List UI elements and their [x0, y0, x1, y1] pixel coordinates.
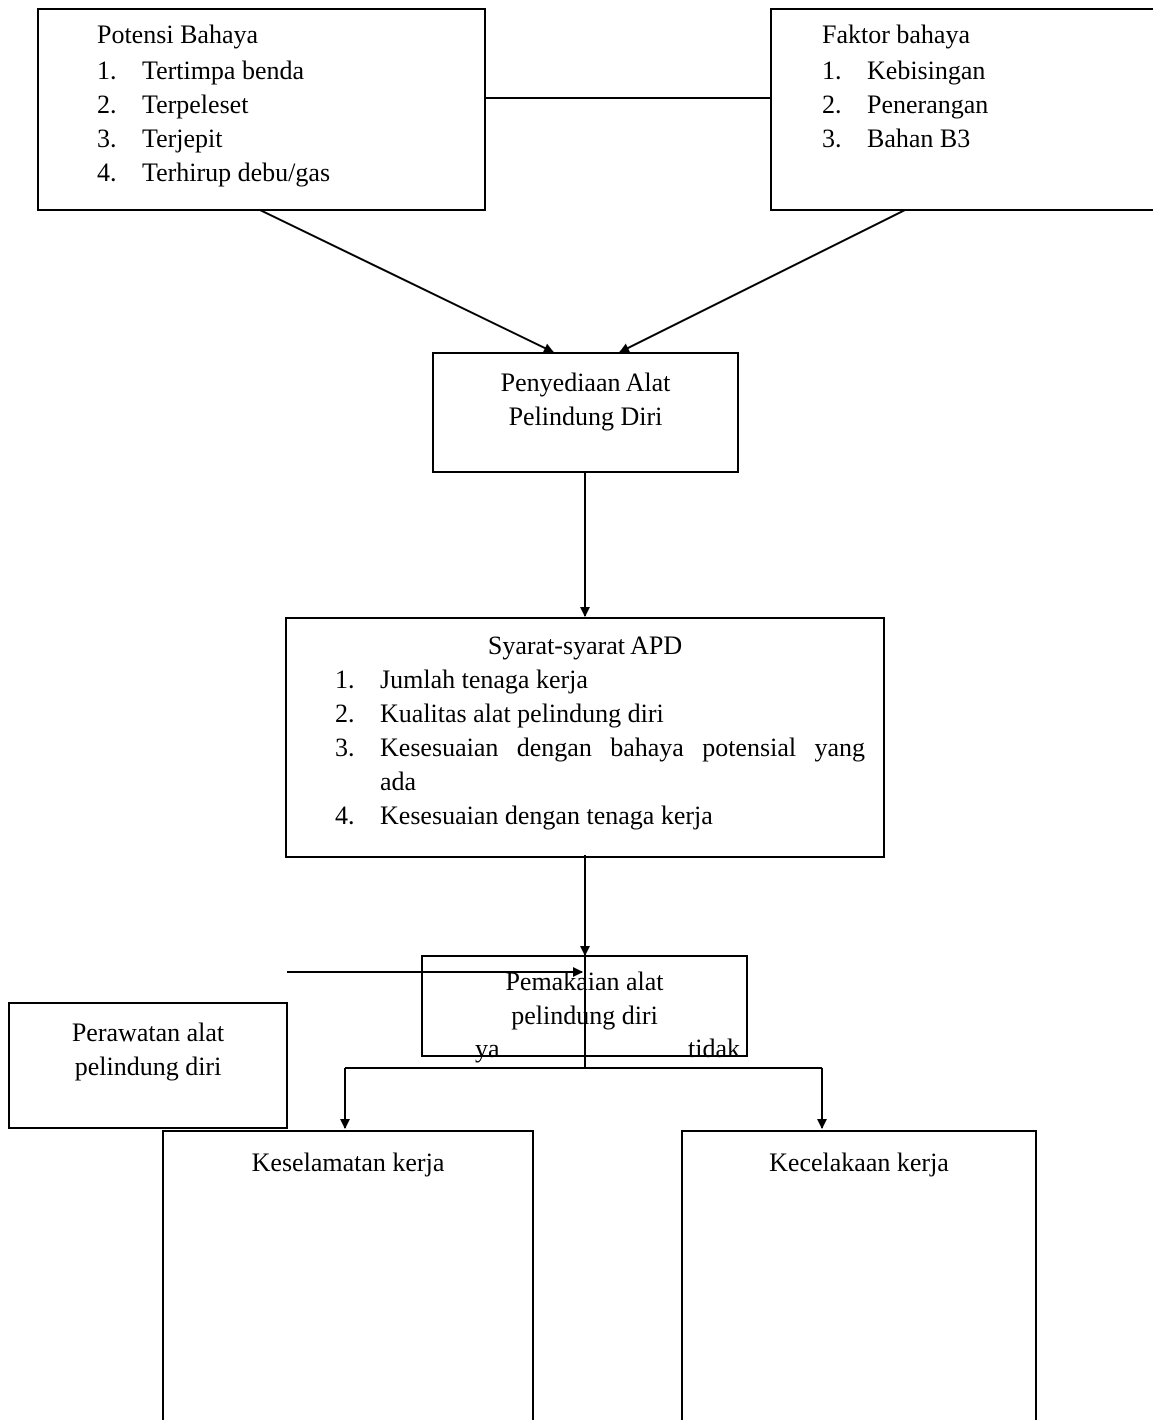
pemakaian-line2: pelindung diri — [511, 1001, 658, 1030]
penyediaan-line1: Penyediaan Alat — [500, 368, 671, 397]
list-item: 1.Tertimpa benda — [97, 56, 305, 85]
keselamatan-kerja-label: Keselamatan kerja — [251, 1148, 445, 1177]
kecelakaan-kerja-label: Kecelakaan kerja — [769, 1148, 949, 1177]
faktor-bahaya-list: 1.Kebisingan 2.Penerangan 3.Bahan B3 — [822, 54, 988, 156]
list-item: 1.Jumlah tenaga kerja — [335, 665, 588, 694]
branch-label-ya: ya — [475, 1034, 500, 1063]
list-item: 3.Bahan B3 — [822, 124, 971, 153]
faktor-bahaya-title: Faktor bahaya — [822, 20, 971, 49]
syarat-apd-box: Syarat-syarat APD 1.Jumlah tenaga kerja … — [285, 617, 885, 858]
list-item: 2.Kualitas alat pelindung diri — [335, 699, 664, 728]
potensi-bahaya-list: 1.Tertimpa benda 2.Terpeleset 3.Terjepit… — [97, 54, 330, 190]
potensi-bahaya-box: Potensi Bahaya 1.Tertimpa benda 2.Terpel… — [37, 8, 486, 211]
list-item: 2.Penerangan — [822, 90, 989, 119]
potensi-bahaya-title: Potensi Bahaya — [97, 20, 259, 49]
list-item: 2.Terpeleset — [97, 90, 249, 119]
perawatan-line2: pelindung diri — [74, 1052, 222, 1081]
penyediaan-apd-box: Penyediaan Alat Pelindung Diri — [432, 352, 739, 473]
keselamatan-kerja-box: Keselamatan kerja — [162, 1130, 534, 1420]
arrow-potensi-to-penyediaan — [259, 209, 554, 353]
arrow-faktor-to-penyediaan — [619, 209, 906, 353]
syarat-apd-list: 1.Jumlah tenaga kerja 2.Kualitas alat pe… — [335, 663, 865, 833]
faktor-bahaya-box: Faktor bahaya 1.Kebisingan 2.Penerangan … — [770, 8, 1153, 211]
pemakaian-apd-box: Pemakaian alat pelindung diri — [421, 955, 748, 1057]
penyediaan-line2: Pelindung Diri — [508, 402, 663, 431]
list-item: 3.Kesesuaian dengan bahaya potensial yan… — [335, 733, 865, 796]
syarat-apd-title: Syarat-syarat APD — [487, 631, 683, 660]
perawatan-apd-box: Perawatan alat pelindung diri — [8, 1002, 288, 1129]
pemakaian-line1: Pemakaian alat — [505, 967, 664, 996]
list-item: 3.Terjepit — [97, 124, 223, 153]
branch-label-tidak: tidak — [688, 1034, 740, 1063]
list-item: 4.Kesesuaian dengan tenaga kerja — [335, 801, 713, 830]
list-item: 4.Terhirup debu/gas — [97, 158, 331, 187]
perawatan-line1: Perawatan alat — [71, 1018, 225, 1047]
list-item: 1.Kebisingan — [822, 56, 986, 85]
kecelakaan-kerja-box: Kecelakaan kerja — [681, 1130, 1037, 1420]
